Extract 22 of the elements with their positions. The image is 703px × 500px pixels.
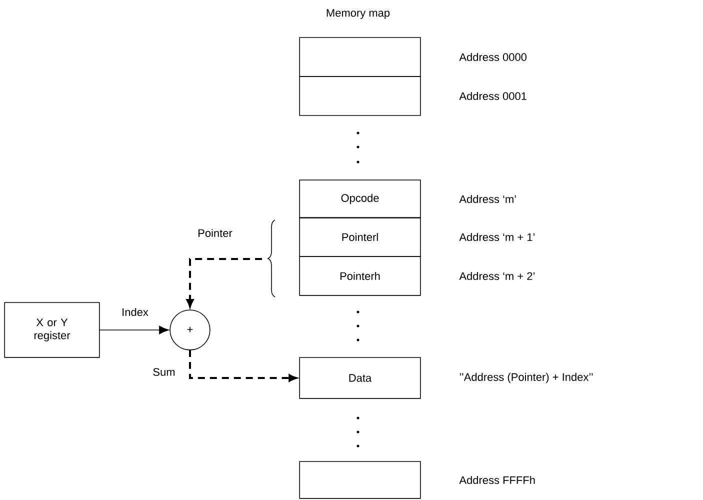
address-label: Address ‘m’ [459,194,516,204]
address-label: Address FFFFh [459,476,535,484]
arrow [99,326,169,334]
memory-cell: Opcode [299,180,421,218]
memory-cell [299,461,421,499]
memory-cell: Pointerl [299,217,421,257]
title: Memory map [326,9,390,19]
address-label: Address ‘m + 1’ [459,232,534,242]
memory-cell: Pointerh [299,256,421,296]
address-label: Address ‘m + 2’ [459,272,534,280]
dashed-arrow [189,350,297,382]
address-label: Address 0000 [459,52,526,62]
address-label: Address 0001 [459,92,526,100]
memory-cell [299,37,421,77]
edge-label: Index [120,306,150,318]
edge-label: Pointer [196,228,234,238]
edge-label: Sum [152,367,176,377]
memory-cell: Data [299,357,421,399]
dashed-arrow [186,258,262,308]
register-box: X or Y register [4,302,100,358]
address-label: ’’Address (Pointer) + Index’’ [460,372,593,384]
memory-cell [299,76,421,116]
